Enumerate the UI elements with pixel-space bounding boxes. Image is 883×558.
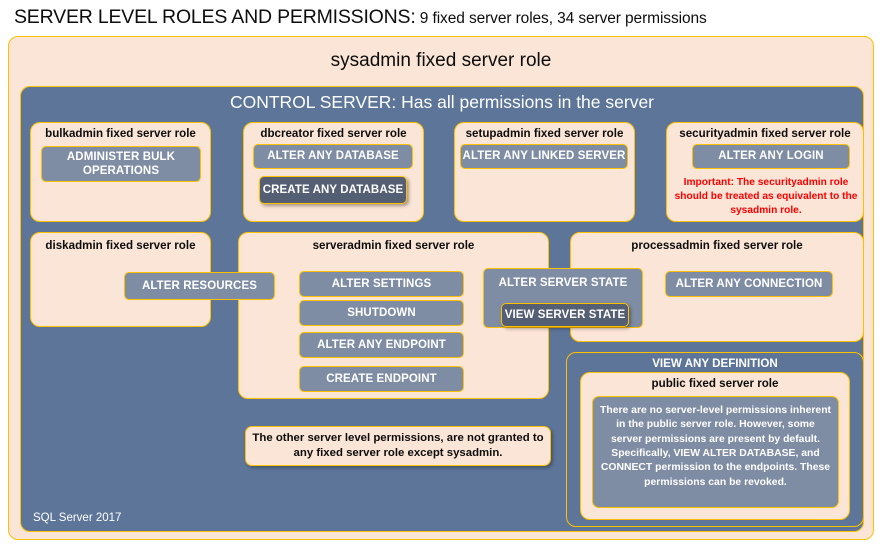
permission-alter-any-database: ALTER ANY DATABASE: [253, 144, 413, 169]
permission-alter-any-login: ALTER ANY LOGIN: [692, 144, 850, 169]
dbcreator-role-card: [243, 122, 424, 222]
permission-shutdown: SHUTDOWN: [299, 300, 464, 326]
permission-alter-any-endpoint: ALTER ANY ENDPOINT: [299, 332, 464, 358]
permission-create-endpoint: CREATE ENDPOINT: [299, 366, 464, 392]
page-title-main: SERVER LEVEL ROLES AND PERMISSIONS:: [14, 6, 416, 28]
sysadmin-role-label: sysadmin fixed server role: [330, 50, 552, 71]
other-permissions-note: The other server level permissions, are …: [245, 426, 551, 466]
public-role-note: There are no server-level permissions in…: [592, 396, 839, 508]
permission-alter-settings: ALTER SETTINGS: [299, 271, 464, 297]
securityadmin-role-card: [666, 122, 864, 222]
control-server-label: CONTROL SERVER: Has all permissions in t…: [229, 92, 655, 112]
setupadmin-role-title: setupadmin fixed server role: [465, 127, 624, 140]
bulkadmin-role-title: bulkadmin fixed server role: [45, 127, 196, 140]
permission-create-any-database: CREATE ANY DATABASE: [259, 176, 407, 204]
permission-alter-resources: ALTER RESOURCES: [124, 272, 275, 300]
diskadmin-role-title: diskadmin fixed server role: [45, 239, 196, 252]
permission-view-server-state: VIEW SERVER STATE: [501, 303, 629, 327]
permission-administer-bulk-operations: ADMINISTER BULK OPERATIONS: [41, 146, 201, 182]
permission-alter-any-linked-server: ALTER ANY LINKED SERVER: [460, 144, 628, 169]
public-role-title: public fixed server role: [651, 377, 779, 390]
permission-alter-any-connection: ALTER ANY CONNECTION: [665, 271, 833, 297]
page-title: SERVER LEVEL ROLES AND PERMISSIONS: 9 fi…: [14, 6, 874, 34]
setupadmin-role-card: [454, 122, 635, 222]
processadmin-role-title: processadmin fixed server role: [631, 239, 803, 252]
serveradmin-role-title: serveradmin fixed server role: [312, 239, 475, 252]
page-title-subtitle: 9 fixed server roles, 34 server permissi…: [415, 10, 707, 27]
securityadmin-role-title: securityadmin fixed server role: [679, 127, 851, 140]
sql-server-version-label: SQL Server 2017: [33, 512, 122, 524]
dbcreator-role-title: dbcreator fixed server role: [260, 127, 407, 140]
permission-view-any-definition-label: VIEW ANY DEFINITION: [652, 357, 778, 370]
securityadmin-important-note: Important: The securityadmin role should…: [674, 177, 858, 216]
